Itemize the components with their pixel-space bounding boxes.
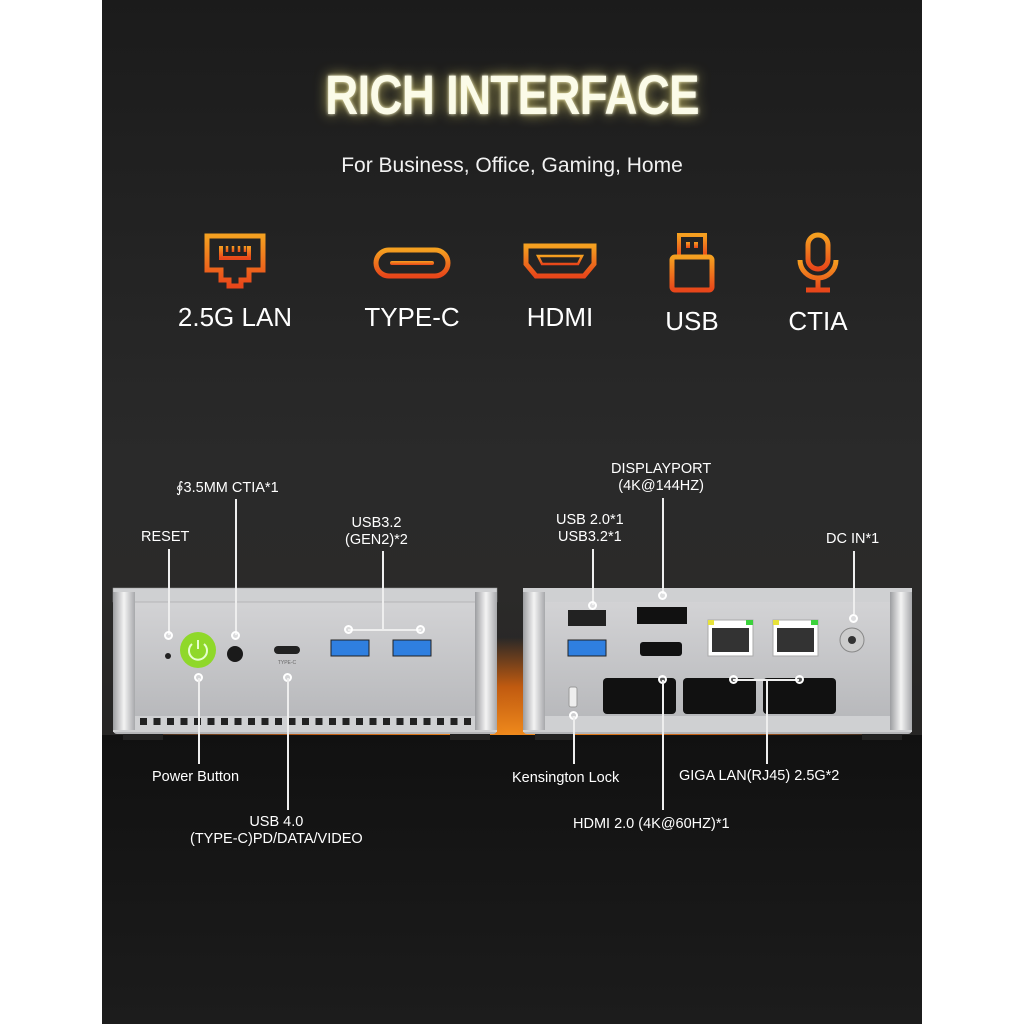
subtitle: For Business, Office, Gaming, Home bbox=[341, 154, 683, 177]
displayport[interactable] bbox=[637, 607, 687, 624]
audio-label: ∮3.5MM CTIA*1 bbox=[176, 480, 279, 496]
vent-slots bbox=[140, 718, 471, 725]
vent-slot bbox=[261, 718, 269, 725]
vent-slot bbox=[410, 718, 417, 725]
vent-slot bbox=[194, 718, 201, 725]
page-title: RICH INTERFACE bbox=[325, 63, 700, 126]
vent-slot bbox=[167, 718, 174, 725]
vent-slot bbox=[153, 718, 161, 725]
displayport-label: DISPLAYPORT(4K@144HZ) bbox=[611, 461, 712, 494]
floor bbox=[102, 735, 922, 1024]
vent-slot bbox=[221, 718, 228, 725]
feature-label: HDMI bbox=[526, 302, 594, 332]
vent-slot bbox=[437, 718, 444, 725]
dc-in-label: DC IN*1 bbox=[826, 531, 880, 547]
power-button-label: Power Button bbox=[152, 769, 240, 785]
feature-usb: USB bbox=[622, 232, 762, 337]
vent-slot bbox=[329, 718, 336, 725]
vent-slot bbox=[140, 718, 147, 725]
feature-hdmi: HDMI bbox=[490, 232, 630, 333]
vent-slot bbox=[288, 718, 296, 725]
vent-slot bbox=[342, 718, 350, 725]
vent-slot bbox=[423, 718, 431, 725]
lan-port[interactable] bbox=[777, 628, 814, 652]
hdmi-port-icon bbox=[523, 243, 597, 279]
lan-label: GIGA LAN(RJ45) 2.5G*2 bbox=[679, 768, 840, 784]
hdmi-label: HDMI 2.0 (4K@60HZ)*1 bbox=[573, 816, 730, 832]
vent-slot bbox=[275, 718, 282, 725]
feature-label: 2.5G LAN bbox=[177, 302, 293, 332]
vent-slot bbox=[396, 718, 404, 725]
vent-slot bbox=[450, 718, 458, 725]
usb-plug-icon bbox=[669, 233, 715, 293]
vent-slot bbox=[234, 718, 242, 725]
feature-typec: TYPE-C bbox=[342, 232, 482, 333]
vent-slot bbox=[207, 718, 215, 725]
vent-slot bbox=[315, 718, 323, 725]
kensington-lock-label: Kensington Lock bbox=[512, 770, 620, 786]
usb2-port[interactable] bbox=[568, 610, 606, 626]
reset-label: RESET bbox=[141, 529, 190, 545]
kensington-lock-slot[interactable] bbox=[568, 686, 578, 708]
usb4-label: USB 4.0(TYPE-C)PD/DATA/VIDEO bbox=[190, 814, 363, 847]
hdmi-port[interactable] bbox=[640, 642, 682, 656]
front-panel: TYPE-C bbox=[112, 587, 498, 740]
usb3-port[interactable] bbox=[392, 639, 432, 657]
lan-port[interactable] bbox=[712, 628, 749, 652]
svg-text:TYPE-C: TYPE-C bbox=[278, 660, 297, 666]
usb3-port[interactable] bbox=[567, 639, 607, 657]
ethernet-port-icon bbox=[204, 233, 266, 289]
usb-c-port-icon bbox=[373, 247, 451, 279]
usb32-label: USB3.2(GEN2)*2 bbox=[345, 515, 408, 548]
feature-label: TYPE-C bbox=[364, 302, 460, 332]
vent-slot bbox=[383, 718, 390, 725]
rear-panel bbox=[523, 588, 912, 740]
vent-slot bbox=[302, 718, 309, 725]
vent-slot bbox=[180, 718, 188, 725]
vent-slot bbox=[248, 718, 255, 725]
feature-lan: 2.5G LAN bbox=[165, 232, 305, 333]
feature-ctia: CTIA bbox=[748, 232, 888, 337]
vent-slot bbox=[464, 718, 471, 725]
audio-jack[interactable] bbox=[227, 646, 243, 662]
vent-slot bbox=[369, 718, 377, 725]
feature-label: CTIA bbox=[788, 306, 848, 336]
microphone-icon bbox=[797, 232, 839, 293]
feature-label: USB bbox=[665, 306, 719, 336]
power-button[interactable] bbox=[180, 632, 216, 668]
usb3-port[interactable] bbox=[330, 639, 370, 657]
reset-hole bbox=[165, 653, 171, 659]
vent-slot bbox=[356, 718, 363, 725]
usb-c-port[interactable] bbox=[274, 646, 300, 654]
